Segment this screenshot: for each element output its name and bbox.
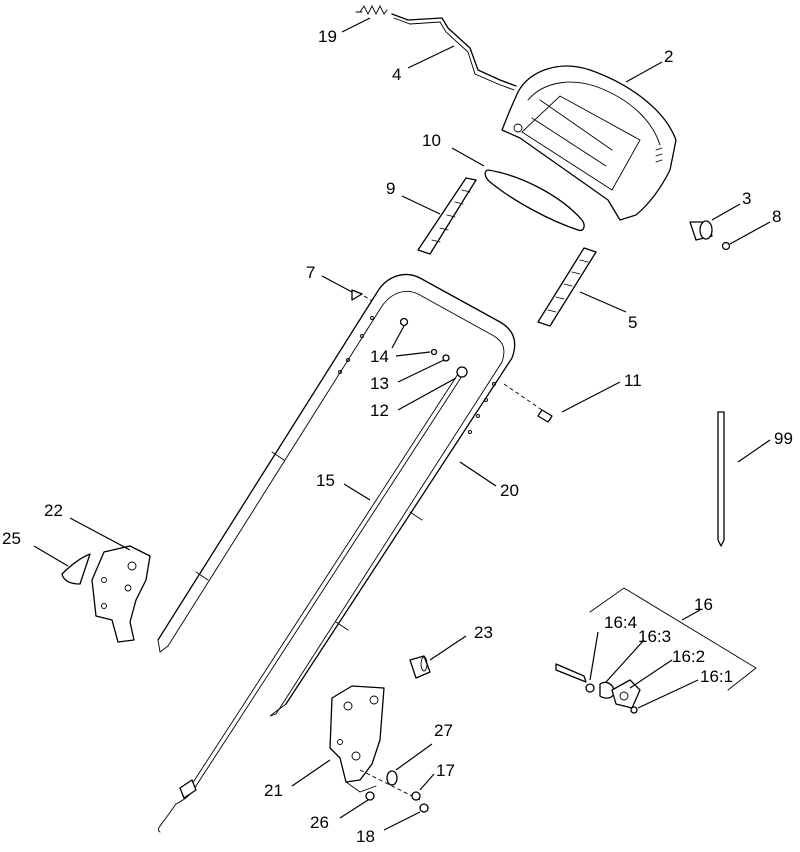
callout-22: 22 <box>44 501 63 520</box>
part-5-strip <box>537 247 597 327</box>
callout-21: 21 <box>264 781 283 800</box>
part-19-spring <box>355 4 388 16</box>
callout-25: 25 <box>2 529 21 548</box>
part-4-rod <box>391 13 517 91</box>
part-9-strip <box>417 177 477 255</box>
part-11-bolt <box>503 383 553 423</box>
part-2-grip <box>501 65 677 221</box>
callout-7: 7 <box>306 263 315 282</box>
callout-27: 27 <box>434 721 453 740</box>
callout-16-2: 16:2 <box>672 647 705 666</box>
part-25-wedge <box>61 553 91 585</box>
callout-3: 3 <box>742 189 751 208</box>
callout-16-1: 16:1 <box>700 667 733 686</box>
part-10-cover <box>484 169 585 232</box>
part-16-assembly <box>555 587 757 714</box>
part-13-washer <box>442 354 450 362</box>
callout-15: 15 <box>316 471 335 490</box>
part-7-clip <box>351 289 385 309</box>
callout-19: 19 <box>318 27 337 46</box>
callout-20: 20 <box>500 481 519 500</box>
part-15-cable <box>157 366 468 833</box>
part-3-sleeve <box>689 220 713 241</box>
callout-17: 17 <box>436 761 455 780</box>
callout-5: 5 <box>628 313 637 332</box>
callout-16-4: 16:4 <box>604 613 637 632</box>
callout-13: 13 <box>370 374 389 393</box>
leader-lines <box>33 17 771 831</box>
callout-23: 23 <box>474 623 493 642</box>
callout-10: 10 <box>422 131 441 150</box>
callout-2: 2 <box>664 47 673 66</box>
callout-12: 12 <box>370 401 389 420</box>
part-99-cable-tie <box>717 411 725 547</box>
callout-16-3: 16:3 <box>638 627 671 646</box>
callout-14: 14 <box>370 347 389 366</box>
callout-99: 99 <box>774 429 793 448</box>
part-18-nut <box>419 803 429 813</box>
callout-4: 4 <box>392 65 401 84</box>
part-22-bracket <box>91 545 151 643</box>
callout-26: 26 <box>310 813 329 832</box>
part-27-washer <box>359 769 421 801</box>
part-17-nut <box>411 791 421 801</box>
callout-9: 9 <box>386 179 395 198</box>
callout-16: 16 <box>694 595 713 614</box>
part-21-bracket <box>329 685 385 793</box>
callout-labels: 19 4 2 10 9 3 8 7 5 14 13 12 11 99 15 20… <box>2 27 793 846</box>
part-26-bolt <box>365 791 375 801</box>
part-8-nut <box>721 241 731 251</box>
part-23-bushing <box>409 655 431 679</box>
part-14-nut <box>399 317 438 356</box>
part-20-handle <box>157 273 516 717</box>
callout-8: 8 <box>772 207 781 226</box>
callout-11: 11 <box>624 371 642 390</box>
callout-18: 18 <box>356 827 375 846</box>
